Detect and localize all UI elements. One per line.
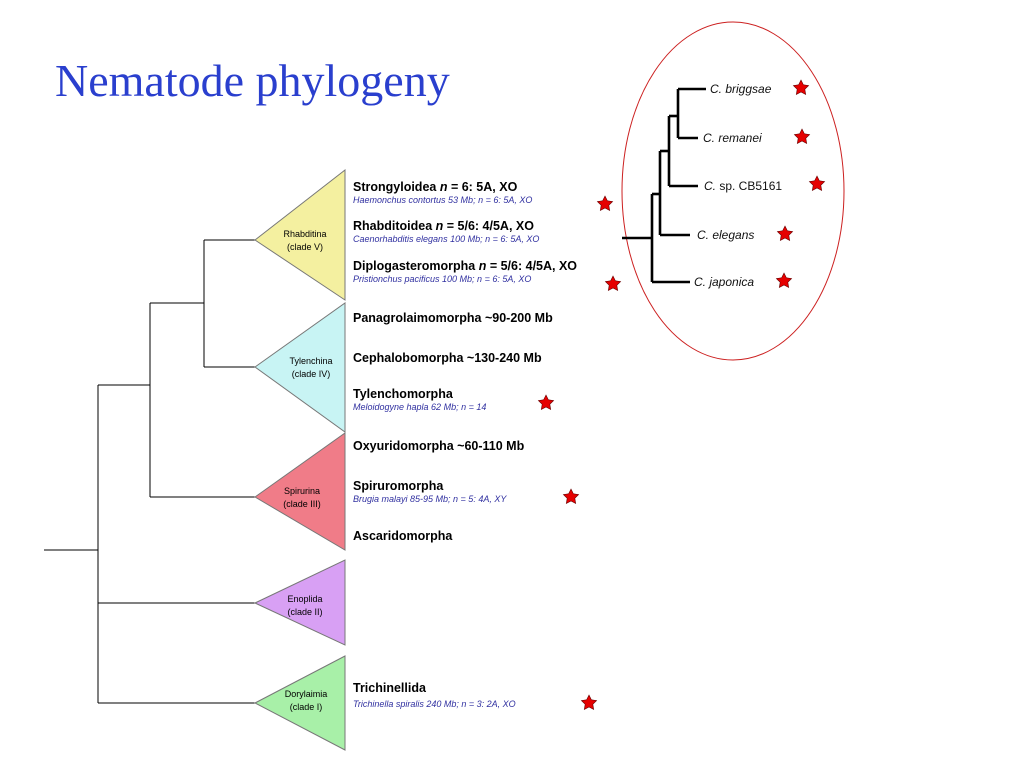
- species-c-elegans: C. elegans: [697, 228, 754, 242]
- clade-iii-number: (clade III): [283, 499, 321, 509]
- species-c-japonica: C. japonica: [694, 275, 754, 289]
- clade-iii-triangle: [254, 432, 346, 551]
- taxon-tylenchomorpha: Tylenchomorpha: [353, 387, 454, 401]
- clade-i-triangle: [253, 655, 346, 751]
- main-tree-branches: [44, 239, 255, 704]
- taxon-diplogasteromorpha: Diplogasteromorpha n = 5/6: 4/5A, XO: [353, 259, 577, 273]
- clade-ii-name: Enoplida: [287, 594, 322, 604]
- clade-v-number: (clade V): [287, 242, 323, 252]
- taxon-ascaridomorpha: Ascaridomorpha: [353, 529, 453, 543]
- caenorhabditis-tree: [622, 87, 706, 284]
- sequenced-star-icon: [597, 195, 613, 211]
- highlight-ellipse: [621, 21, 845, 361]
- taxon-trichinellida: Trichinellida: [353, 681, 427, 695]
- clade-i-number: (clade I): [290, 702, 323, 712]
- taxon-oxyuridomorpha: Oxyuridomorpha ~60-110 Mb: [353, 439, 525, 453]
- taxon-trichinellida-genome: Trichinella spiralis 240 Mb; n = 3: 2A, …: [353, 699, 516, 709]
- taxon-tylenchomorpha-genome: Meloidogyne hapla 62 Mb; n = 14: [353, 402, 486, 412]
- taxon-rhabditoidea: Rhabditoidea n = 5/6: 4/5A, XO: [353, 219, 534, 233]
- species-c-briggsae: C. briggsae: [710, 82, 772, 96]
- sequenced-star-icon: [793, 79, 809, 95]
- clade-iii-name: Spirurina: [284, 486, 320, 496]
- sequenced-star-icon: [776, 272, 792, 288]
- sequenced-star-icon: [605, 275, 621, 291]
- taxon-cephalobomorpha: Cephalobomorpha ~130-240 Mb: [353, 351, 542, 365]
- taxon-panagrolaimomorpha: Panagrolaimomorpha ~90-200 Mb: [353, 311, 553, 325]
- sequenced-star-icon: [794, 128, 810, 144]
- species-c-remanei: C. remanei: [703, 131, 762, 145]
- clade-iv-triangle: [254, 302, 346, 433]
- sequenced-star-icon: [809, 175, 825, 191]
- sequenced-star-icon: [777, 225, 793, 241]
- clade-ii-number: (clade II): [287, 607, 322, 617]
- clade-v-triangle: [254, 168, 346, 301]
- sequenced-star-icon: [538, 394, 554, 410]
- taxon-strongyloidea: Strongyloidea n = 6: 5A, XO: [353, 180, 518, 194]
- taxon-spiruromorpha: Spiruromorpha: [353, 479, 444, 493]
- clade-iv-number: (clade IV): [292, 369, 331, 379]
- clade-ii-triangle: [253, 559, 346, 646]
- clade-iv-name: Tylenchina: [289, 356, 332, 366]
- taxon-rhabditoidea-genome: Caenorhabditis elegans 100 Mb; n = 6: 5A…: [353, 234, 539, 244]
- taxon-strongyloidea-genome: Haemonchus contortus 53 Mb; n = 6: 5A, X…: [353, 195, 532, 205]
- caenorhabditis-inset: C. briggsae C. remanei C. sp. CB5161 C. …: [621, 21, 845, 361]
- sequenced-star-icon: [563, 488, 579, 504]
- taxon-diplogasteromorpha-genome: Pristionchus pacificus 100 Mb; n = 6: 5A…: [353, 274, 531, 284]
- sequenced-star-icon: [581, 694, 597, 710]
- clade-i-name: Dorylaimia: [285, 689, 328, 699]
- slide-title: Nematode phylogeny: [55, 55, 450, 106]
- species-c-sp-cb5161: C. sp. CB5161: [704, 179, 782, 193]
- clade-v-name: Rhabditina: [283, 229, 326, 239]
- taxon-spiruromorpha-genome: Brugia malayi 85-95 Mb; n = 5: 4A, XY: [353, 494, 507, 504]
